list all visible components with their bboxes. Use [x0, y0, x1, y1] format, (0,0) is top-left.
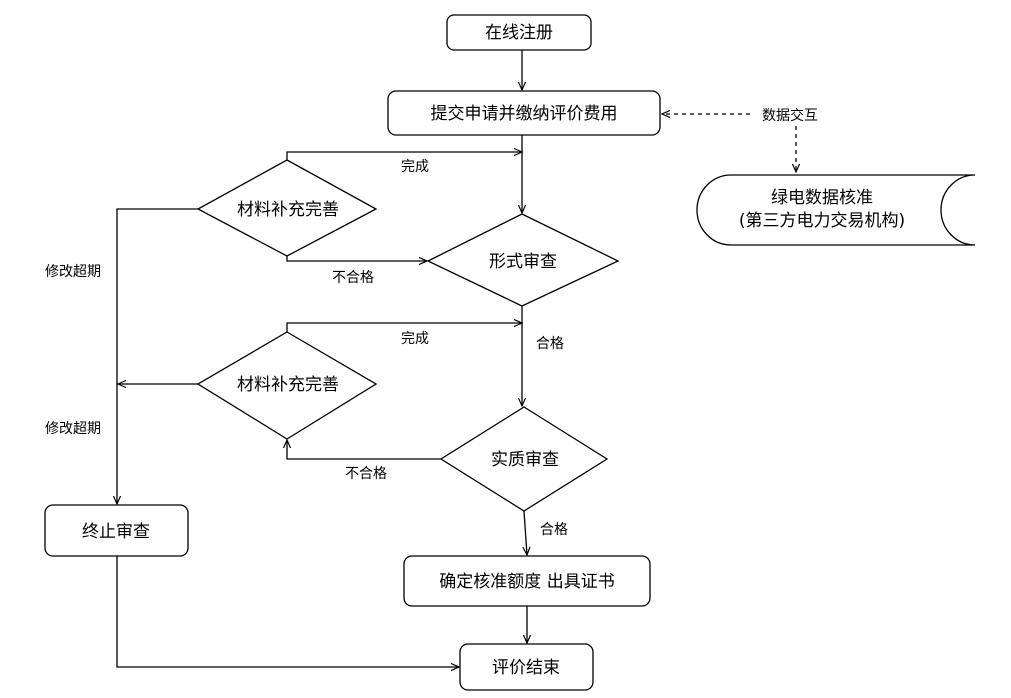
confirm-quota-label: 确定核准额度 出具证书 [439, 572, 614, 592]
terminate-box [44, 504, 189, 557]
edge-supplement1-complete [286, 152, 522, 160]
edge-label-pass-2: 合格 [540, 522, 568, 538]
terminate-label: 终止审查 [82, 522, 150, 542]
end-box [459, 643, 594, 691]
supplement-1-label: 材料补充完善 [237, 200, 339, 220]
edge-terminate-end [116, 556, 459, 667]
register-box [446, 14, 592, 51]
submit-box [387, 90, 661, 136]
node-terminate: 终止审查 [44, 504, 189, 557]
data-exchange-label: 数据交互 [762, 107, 818, 124]
edge-label-fail-1: 不合格 [332, 270, 374, 286]
node-confirm-quota: 确定核准额度 出具证书 [403, 555, 651, 607]
formal-review-diamond [426, 213, 620, 307]
node-green-verify: 绿电数据核准 (第三方电力交易机构) [696, 174, 976, 246]
node-submit: 提交申请并缴纳评价费用 [387, 90, 661, 136]
edge-substantive-fail [287, 440, 441, 460]
register-label: 在线注册 [485, 23, 553, 43]
connectors [117, 50, 796, 667]
node-register: 在线注册 [446, 14, 592, 51]
confirm-quota-box [403, 555, 651, 607]
node-substantive-review: 实质审查 [439, 406, 609, 512]
edge-label-overdue-2: 修改超期 [45, 421, 101, 437]
green-verify-shape [696, 174, 976, 246]
supplement-1-diamond [196, 159, 378, 257]
end-label: 评价结束 [492, 658, 560, 678]
edge-label-overdue-1: 修改超期 [45, 264, 101, 280]
edge-label-fail-2: 不合格 [345, 466, 387, 482]
edge-label-complete-1: 完成 [401, 159, 429, 175]
supplement-2-diamond [196, 331, 378, 440]
formal-review-label: 形式审查 [489, 252, 557, 272]
substantive-review-diamond [439, 406, 609, 512]
edge-labels: 完成 不合格 修改超期 合格 完成 不合格 修改超期 合格 [45, 159, 568, 538]
substantive-review-label: 实质审查 [491, 450, 559, 470]
edge-supplement1-fail [286, 256, 427, 261]
node-supplement-2: 材料补充完善 [196, 331, 378, 440]
supplement-2-label: 材料补充完善 [237, 375, 339, 395]
edge-supplement1-overdue [117, 208, 198, 504]
green-verify-label-line1: 绿电数据核准 [771, 188, 873, 208]
edge-label-pass-1: 合格 [536, 336, 564, 352]
edge-supplement2-complete [286, 323, 522, 332]
edge-label-complete-2: 完成 [401, 331, 429, 347]
node-formal-review: 形式审查 [426, 213, 620, 307]
node-end: 评价结束 [459, 643, 594, 691]
node-supplement-1: 材料补充完善 [196, 159, 378, 257]
green-verify-label-line2: (第三方电力交易机构) [739, 211, 905, 231]
edge-substantive-pass [524, 510, 527, 555]
submit-label: 提交申请并缴纳评价费用 [431, 104, 618, 124]
